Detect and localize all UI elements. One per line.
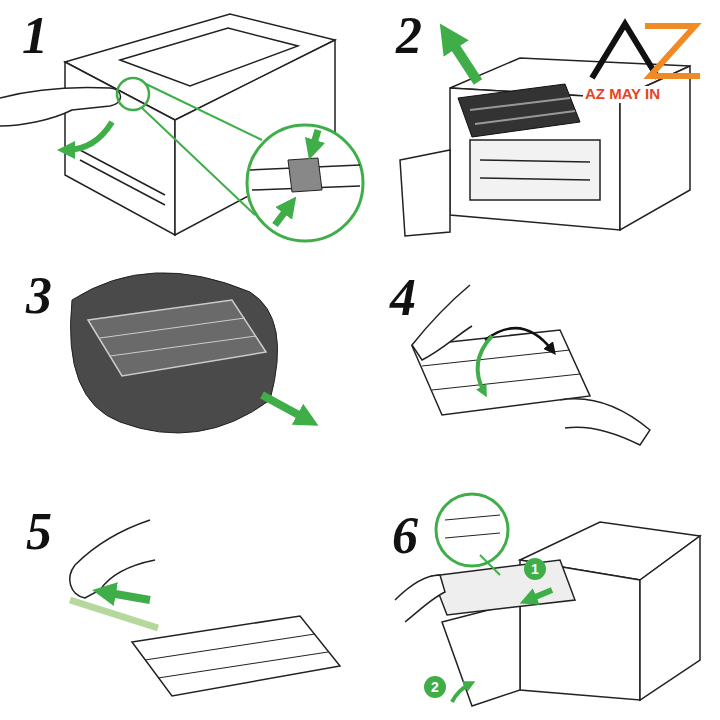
bag	[71, 273, 278, 433]
zoom-circle	[247, 125, 363, 241]
green-arrow	[452, 684, 470, 702]
zoom-line	[480, 555, 500, 575]
green-arrow	[262, 395, 308, 420]
callout-number: 1	[524, 558, 546, 580]
cavity	[470, 140, 600, 200]
zoom-circle	[436, 494, 508, 566]
green-arrow	[275, 205, 290, 225]
step-number: 1	[22, 10, 48, 62]
zoom-line	[146, 84, 262, 140]
step-number: 4	[390, 272, 416, 324]
step-number: 6	[392, 510, 418, 562]
cartridge-line	[475, 111, 575, 124]
logo-text: AZ MAY IN	[583, 86, 662, 103]
cartridge-line	[422, 350, 570, 366]
cartridge-line	[470, 98, 570, 110]
panel-line	[80, 160, 165, 205]
sealing-tape	[70, 600, 158, 628]
zoom-line	[142, 108, 255, 215]
printer	[400, 58, 690, 236]
step-number: 2	[396, 10, 422, 62]
cartridge-line	[100, 318, 245, 338]
zoom-detail	[445, 515, 500, 520]
hand	[412, 285, 472, 360]
green-arrow	[528, 590, 552, 600]
toner-cartridge	[458, 84, 580, 137]
cavity-line	[480, 178, 590, 180]
hand	[0, 87, 121, 126]
hand	[560, 399, 650, 445]
green-arrow	[66, 122, 112, 150]
zoom-spot	[117, 78, 149, 110]
hand	[70, 520, 155, 598]
panel-line	[80, 150, 165, 195]
printer-side	[640, 536, 700, 700]
output-tray	[120, 28, 298, 86]
latch	[288, 158, 322, 192]
cavity-line	[480, 160, 590, 162]
green-arrow	[104, 592, 150, 600]
cartridge-line	[145, 634, 315, 660]
green-arrow	[448, 36, 478, 82]
callout-number: 2	[424, 676, 446, 698]
zoom-detail	[445, 533, 500, 538]
logo-mark	[645, 26, 700, 76]
green-arrow	[312, 130, 318, 150]
green-arrow	[478, 336, 492, 392]
step-number: 5	[26, 506, 52, 558]
cartridge-line	[110, 336, 256, 356]
toner-cartridge	[88, 300, 266, 376]
step-number: 3	[26, 270, 52, 322]
open-door	[400, 150, 450, 236]
open-door	[442, 602, 520, 706]
toner-cartridge	[432, 560, 575, 615]
cartridge-line	[158, 652, 328, 678]
rock-arrow	[485, 328, 552, 350]
logo-mark	[592, 24, 658, 78]
hand	[395, 575, 445, 622]
toner-cartridge	[132, 616, 340, 696]
cartridge-line	[432, 374, 580, 390]
